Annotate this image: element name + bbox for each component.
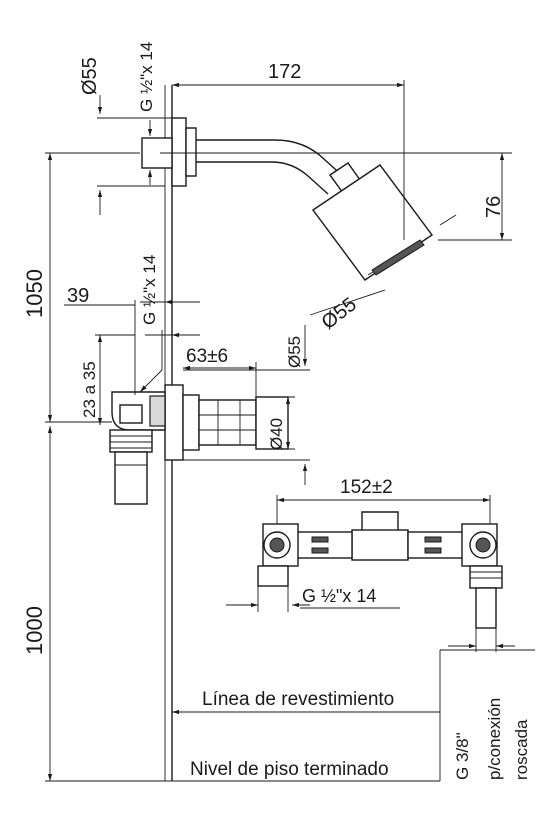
- dim-thread-bottom: G ½"x 14: [226, 586, 400, 612]
- dim-d40: Ø40: [267, 396, 295, 450]
- dim-39: 39: [64, 285, 136, 395]
- dim-thread-mid-label: G ½"x 14: [140, 255, 159, 325]
- dim-172-label: 172: [268, 61, 301, 83]
- dim-d55-top-label: Ø55: [79, 57, 101, 95]
- dim-63-label: 63±6: [186, 346, 228, 367]
- roscada-label: roscada: [512, 719, 531, 780]
- label-coating-line: Línea de revestimiento: [172, 689, 440, 715]
- conexion-label: p/conexión: [485, 698, 504, 780]
- mixer-valve: [164, 384, 289, 461]
- dim-152-label: 152±2: [340, 477, 393, 498]
- dim-172: 172: [172, 61, 405, 240]
- dim-d40-label: Ø40: [267, 418, 286, 450]
- shower-head: [312, 164, 433, 281]
- dim-thread-mid: G ½"x 14: [139, 255, 200, 393]
- dim-thread-38: G 3/8" p/conexión roscada: [439, 628, 535, 781]
- nivel-piso-label: Nivel de piso terminado: [190, 759, 389, 780]
- dim-1000-label: 1000: [22, 606, 47, 655]
- dim-top-wall-connection: Ø55 G ½"x 14: [79, 42, 172, 215]
- dim-d55-mid-label: Ø55: [285, 336, 304, 368]
- dim-76-label: 76: [483, 196, 505, 218]
- dim-1000: 1000: [22, 426, 53, 781]
- dim-63: 63±6: [183, 346, 257, 400]
- dim-1050-label: 1050: [22, 269, 47, 318]
- valve-inlet-fitting: [109, 391, 166, 505]
- shower-arm: [141, 117, 361, 195]
- dim-thread-bottom-label: G ½"x 14: [302, 586, 376, 606]
- rough-in-body: [257, 511, 503, 629]
- dim-23-35-label: 23 a 35: [80, 361, 99, 418]
- dim-39-label: 39: [67, 285, 89, 307]
- dim-thread-38-label: G 3/8": [453, 732, 472, 780]
- dim-d55-head-label: Ø55: [318, 293, 361, 334]
- dim-152: 152±2: [276, 477, 491, 524]
- dim-1050: 1050: [22, 152, 140, 422]
- dim-76: 76: [160, 152, 512, 241]
- label-floor-level: Nivel de piso terminado: [190, 759, 389, 780]
- dim-23-35: 23 a 35: [45, 334, 135, 425]
- dim-thread-top-label: G ½"x 14: [137, 42, 156, 112]
- linea-revestimiento-label: Línea de revestimiento: [202, 689, 394, 710]
